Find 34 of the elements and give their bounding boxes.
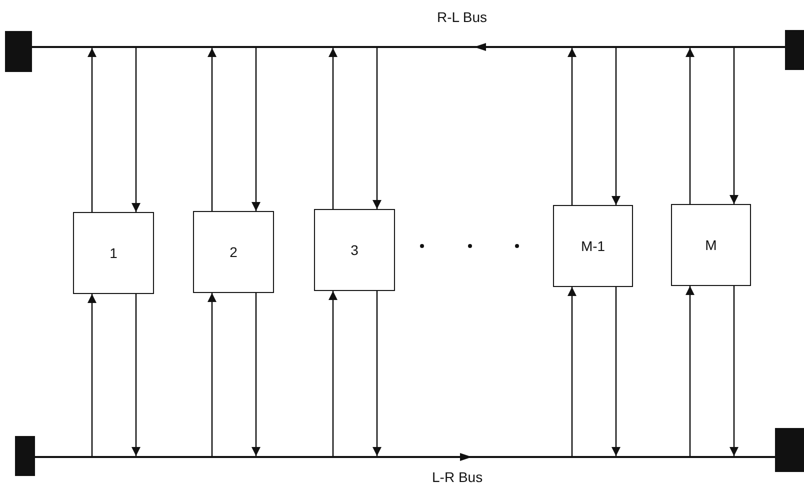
arrow <box>328 291 338 456</box>
arrow <box>568 287 576 456</box>
bus-line <box>32 46 785 48</box>
arrow <box>132 294 140 456</box>
station-box <box>314 209 395 291</box>
arrow <box>730 286 738 456</box>
arrow <box>208 293 216 456</box>
bus-line <box>35 456 775 458</box>
arrow <box>686 286 694 456</box>
arrow <box>252 293 260 456</box>
station-box <box>73 212 154 294</box>
station-number: M <box>705 237 717 253</box>
arrow <box>372 291 382 456</box>
arrow <box>328 48 338 209</box>
station-box <box>193 211 274 293</box>
arrow <box>132 48 140 212</box>
arrow <box>252 48 260 211</box>
bus-label: R-L Bus <box>437 9 488 25</box>
arrow <box>208 48 216 211</box>
station-box <box>553 205 633 287</box>
station-number: 3 <box>350 242 358 258</box>
station-number: 1 <box>110 245 118 261</box>
arrow <box>686 48 694 204</box>
arrow <box>612 287 620 456</box>
bus-label: L-R Bus <box>432 469 483 485</box>
arrow <box>88 294 96 456</box>
station-box <box>671 204 751 286</box>
arrow <box>88 48 96 212</box>
arrow <box>372 48 382 209</box>
arrow <box>568 48 576 205</box>
station-number: M-1 <box>580 238 606 254</box>
arrow <box>612 48 620 205</box>
arrow <box>730 48 738 204</box>
station-number: 2 <box>230 244 238 260</box>
